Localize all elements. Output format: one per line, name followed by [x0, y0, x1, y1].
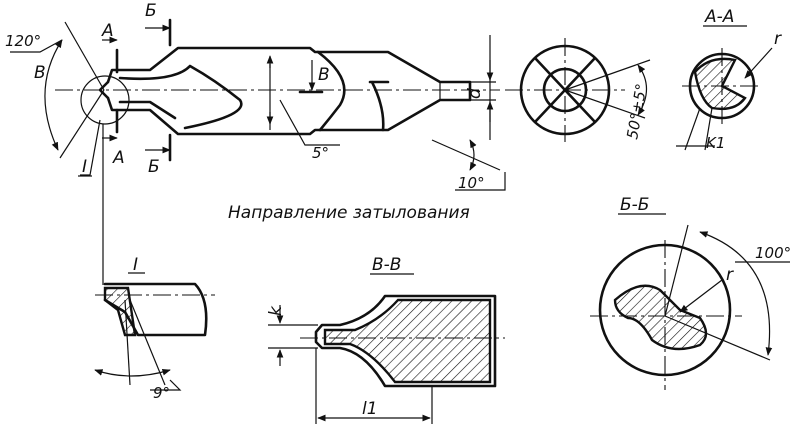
- angle-9-label: 9°: [153, 384, 170, 402]
- angle-100-label: 100°: [755, 244, 791, 262]
- angle-9-leader: [150, 379, 182, 391]
- section-aa: А-А r K1: [676, 7, 782, 152]
- detail-i-outline: [103, 282, 208, 337]
- angle-5-label: 5°: [312, 144, 329, 162]
- k1-dim: [676, 107, 715, 151]
- section-a-label-top: А: [101, 21, 114, 41]
- title-vv: В-В: [372, 255, 401, 275]
- section-a-label-bottom: А: [112, 148, 125, 168]
- angle-120-arc: [44, 39, 63, 151]
- section-vv: В-В k l1: [266, 255, 505, 424]
- angle-120-label: 120°: [5, 32, 41, 50]
- detail-circle: [80, 75, 130, 125]
- angle-9-arc: [94, 368, 171, 377]
- detail-i-view: I 9°: [94, 255, 215, 402]
- angle-leg-top: [64, 21, 105, 91]
- bb-r-label: r: [726, 265, 734, 285]
- aa-r-leader: [744, 47, 773, 79]
- angle-50-arc: [637, 64, 648, 116]
- main-view: 120° В А А Б Б I В 5° d: [5, 1, 506, 285]
- title-aa: А-А: [704, 7, 734, 27]
- dim-l1-label: l1: [362, 399, 378, 419]
- direction-caption: Направление затылования: [228, 203, 470, 223]
- dim-k-label: k: [266, 305, 286, 316]
- angle-100-leg-a: [664, 224, 689, 317]
- aa-r-label: r: [774, 29, 782, 49]
- angle-5-leader: [279, 99, 340, 146]
- angle-50-label: 50°±5°: [623, 82, 650, 140]
- vv-outline: [314, 294, 497, 388]
- k1-label: K1: [706, 134, 725, 152]
- flute-mid: [316, 50, 346, 132]
- section-b-label-top: Б: [145, 1, 157, 21]
- detail-i-label: I: [82, 157, 87, 177]
- flute-front: [118, 64, 243, 130]
- letter-v-mid: В: [318, 65, 330, 85]
- bb-r-leader: [679, 279, 723, 313]
- angle-10-leg: [431, 139, 501, 171]
- vv-hatched-area: [323, 298, 492, 384]
- angle-leg-bottom: [59, 89, 105, 159]
- body-outline-bottom: [106, 88, 472, 136]
- bb-hatched-core: [613, 284, 708, 351]
- section-bb: Б-Б 100° r: [590, 195, 791, 390]
- detail-i-leader: [80, 119, 101, 176]
- angle-10-label: 10°: [458, 174, 485, 192]
- angle-50-legs: [564, 59, 651, 119]
- body-outline-top: [106, 46, 472, 92]
- title-bb: Б-Б: [620, 195, 649, 215]
- angle-10-arc: [469, 139, 477, 171]
- section-b-label-bottom: Б: [148, 157, 160, 177]
- tip: [98, 80, 110, 100]
- detail-i-edge: [103, 286, 137, 337]
- flute-back: [368, 80, 390, 132]
- letter-v-left: В: [34, 63, 46, 83]
- aa-hatched-core: [693, 57, 747, 111]
- angle-100-arc: [699, 231, 773, 356]
- lip-lower: [118, 100, 177, 120]
- dim-d-label: d: [465, 88, 485, 99]
- angle-10-leader: [455, 172, 506, 191]
- end-view: 50°±5°: [505, 38, 651, 142]
- title-detail-i: I: [133, 255, 138, 275]
- angle-120-leader: [10, 39, 63, 53]
